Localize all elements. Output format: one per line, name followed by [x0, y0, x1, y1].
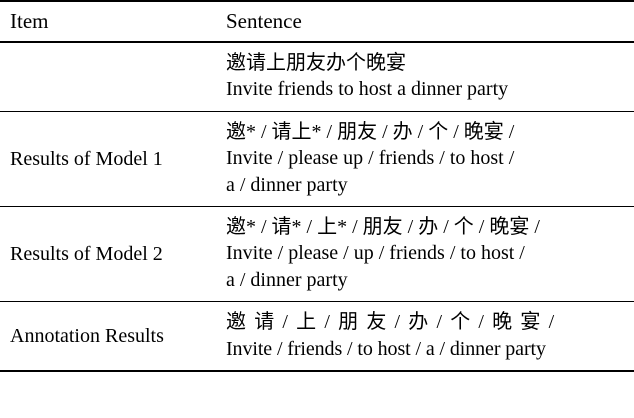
table-header: Item Sentence — [0, 0, 634, 43]
row-content-model-1: 邀* / 请上* / 朋友 / 办 / 个 / 晚宴 / Invite / pl… — [220, 111, 634, 207]
sentence-line-english: Invite friends to host a dinner party — [226, 78, 509, 101]
segmentation-line-english-1: Invite / please / up / friends / to host… — [226, 242, 525, 265]
row-label-source-sentence — [0, 42, 220, 112]
segmentation-line-chinese: 邀* / 请* / 上* / 朋友 / 办 / 个 / 晚宴 / — [226, 215, 540, 238]
table-row: Results of Model 1 邀* / 请上* / 朋友 / 办 / 个… — [0, 111, 634, 207]
segmentation-line-english-1: Invite / please up / friends / to host / — [226, 147, 515, 170]
row-label-model-1: Results of Model 1 — [0, 111, 220, 207]
results-table: Item Sentence 邀请上朋友办个晚宴 Invite friends t… — [0, 0, 634, 372]
table-body: 邀请上朋友办个晚宴 Invite friends to host a dinne… — [0, 42, 634, 372]
segmentation-line-english-2: a / dinner party — [226, 268, 348, 291]
header-row: Item Sentence — [0, 0, 634, 43]
segmentation-line-english-2: a / dinner party — [226, 173, 348, 196]
segmentation-line-chinese: 邀 请 / 上 / 朋 友 / 办 / 个 / 晚 宴 / — [226, 311, 556, 334]
row-label-annotation: Annotation Results — [0, 301, 220, 372]
row-content-annotation: 邀 请 / 上 / 朋 友 / 办 / 个 / 晚 宴 / Invite / f… — [220, 301, 634, 372]
table-row: 邀请上朋友办个晚宴 Invite friends to host a dinne… — [0, 42, 634, 112]
segmentation-line-english: Invite / friends / to host / a / dinner … — [226, 337, 546, 360]
table-row: Results of Model 2 邀* / 请* / 上* / 朋友 / 办… — [0, 206, 634, 303]
row-content-source-sentence: 邀请上朋友办个晚宴 Invite friends to host a dinne… — [220, 42, 634, 112]
row-label-model-2: Results of Model 2 — [0, 206, 220, 303]
table-row: Annotation Results 邀 请 / 上 / 朋 友 / 办 / 个… — [0, 301, 634, 372]
row-content-model-2: 邀* / 请* / 上* / 朋友 / 办 / 个 / 晚宴 / Invite … — [220, 206, 634, 303]
column-header-sentence: Sentence — [220, 0, 634, 43]
segmentation-line-chinese: 邀* / 请上* / 朋友 / 办 / 个 / 晚宴 / — [226, 120, 515, 143]
column-header-item: Item — [0, 0, 220, 43]
sentence-line-chinese: 邀请上朋友办个晚宴 — [226, 52, 406, 74]
